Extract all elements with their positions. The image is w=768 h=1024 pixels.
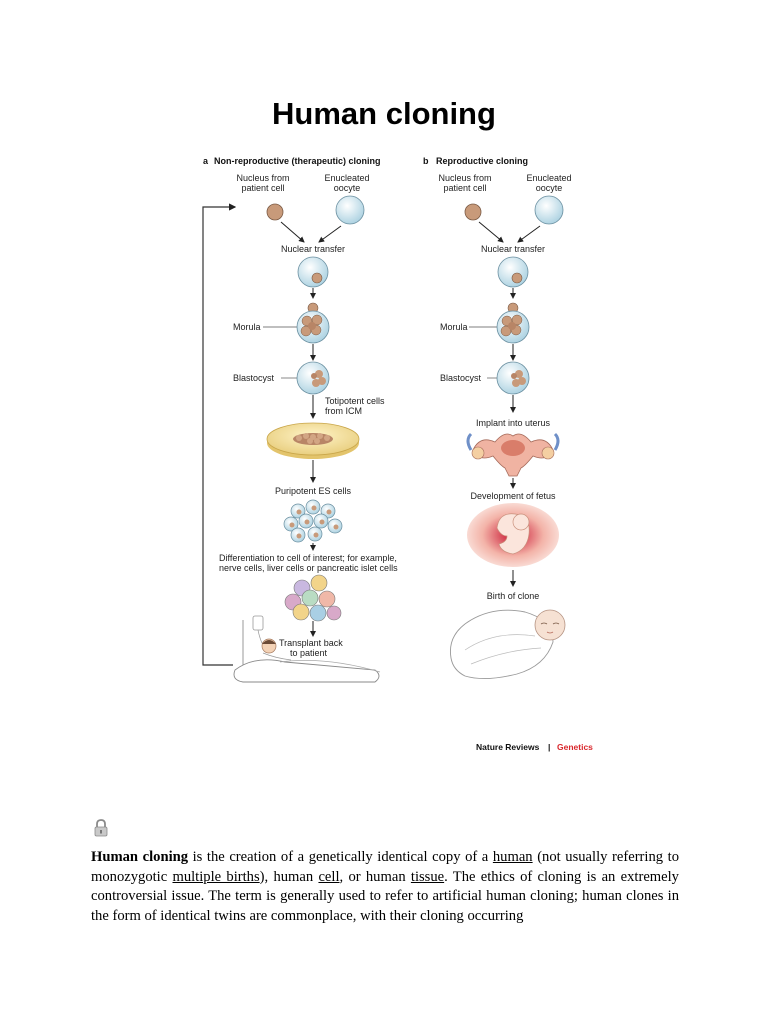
oocyte-icon (335, 195, 365, 225)
panel-b-morula-label: Morula (440, 322, 468, 332)
body-paragraph: Human cloning is the creation of a genet… (91, 848, 679, 926)
page-title: Human cloning (272, 96, 496, 131)
link-human[interactable]: human (492, 849, 533, 865)
panel-b-heading: Reproductive cloning (436, 156, 528, 166)
credit-section: Genetics (557, 742, 593, 752)
lock-icon (93, 818, 109, 838)
link-tissue[interactable]: tissue (410, 868, 445, 885)
panel-a-differentiation-2: nerve cells, liver cells or pancreatic i… (219, 563, 398, 573)
patient-bed-icon (233, 615, 381, 683)
return-loop-arrow (202, 203, 237, 666)
panel-a-differentiation-1: Differentiation to cell of interest; for… (219, 553, 397, 563)
oocyte-icon (534, 195, 564, 225)
panel-a-totipotent-2: from ICM (325, 406, 362, 416)
cloning-diagram: a Non-reproductive (therapeutic) cloning… (195, 150, 610, 760)
credit-separator: | (548, 742, 550, 752)
paragraph-text-5: . The ethics of cloning is an extremely … (91, 868, 679, 924)
fused-cell-icon (297, 256, 329, 288)
paragraph-text-3: ), human (259, 868, 319, 885)
culture-dish-icon (266, 422, 360, 459)
panel-b-birth-label: Birth of clone (487, 591, 540, 601)
link-multiple-births[interactable]: multiple births (172, 868, 260, 885)
panel-a: a Non-reproductive (therapeutic) cloning… (202, 156, 398, 683)
panel-b-blastocyst-label: Blastocyst (440, 373, 482, 383)
panel-a-letter: a (203, 156, 209, 166)
panel-b-implant-label: Implant into uterus (476, 418, 551, 428)
panel-a-blastocyst-label: Blastocyst (233, 373, 275, 383)
paragraph-text-4: , or human (339, 868, 411, 885)
panel-a-pluripotent-label: Puripotent ES cells (275, 486, 352, 496)
panel-b: b Reproductive cloning Nucleus from pati… (423, 156, 593, 752)
differentiated-cells-icon (284, 574, 342, 622)
link-cell[interactable]: cell (318, 868, 340, 885)
panel-a-oocyte-label-1: Enucleated (324, 173, 369, 183)
fetus-icon (467, 503, 559, 567)
panel-a-totipotent-1: Totipotent cells (325, 396, 385, 406)
morula-icon (496, 310, 530, 344)
panel-b-nuclear-transfer: Nuclear transfer (481, 244, 545, 254)
panel-b-development-label: Development of fetus (470, 491, 556, 501)
paragraph-text-2: (not usually referring to monozygotic (91, 849, 679, 885)
panel-a-morula-label: Morula (233, 322, 261, 332)
figure-credit: Nature Reviews | Genetics (476, 742, 593, 752)
panel-a-heading: Non-reproductive (therapeutic) cloning (214, 156, 381, 166)
blastocyst-icon (496, 361, 530, 395)
panel-a-nucleus-label-1: Nucleus from (236, 173, 289, 183)
panel-b-nucleus-label-1: Nucleus from (438, 173, 491, 183)
panel-a-transplant-1: Transplant back (279, 638, 343, 648)
baby-icon (449, 609, 566, 679)
blastocyst-icon (296, 361, 330, 395)
patient-nucleus-icon (464, 203, 482, 221)
paragraph-text-1: is the creation of a genetically identic… (188, 849, 493, 865)
panel-a-nucleus-label-2: patient cell (241, 183, 284, 193)
panel-a-nuclear-transfer: Nuclear transfer (281, 244, 345, 254)
panel-b-nucleus-label-2: patient cell (443, 183, 486, 193)
fused-cell-icon (497, 256, 529, 288)
panel-b-letter: b (423, 156, 429, 166)
credit-journal: Nature Reviews (476, 742, 540, 752)
patient-nucleus-icon (266, 203, 284, 221)
panel-a-transplant-2: to patient (290, 648, 328, 658)
uterus-icon (466, 432, 560, 477)
term-human-cloning: Human cloning (91, 849, 189, 865)
panel-b-oocyte-label-2: oocyte (536, 183, 563, 193)
panel-b-oocyte-label-1: Enucleated (526, 173, 571, 183)
panel-a-oocyte-label-2: oocyte (334, 183, 361, 193)
morula-icon (296, 310, 330, 344)
